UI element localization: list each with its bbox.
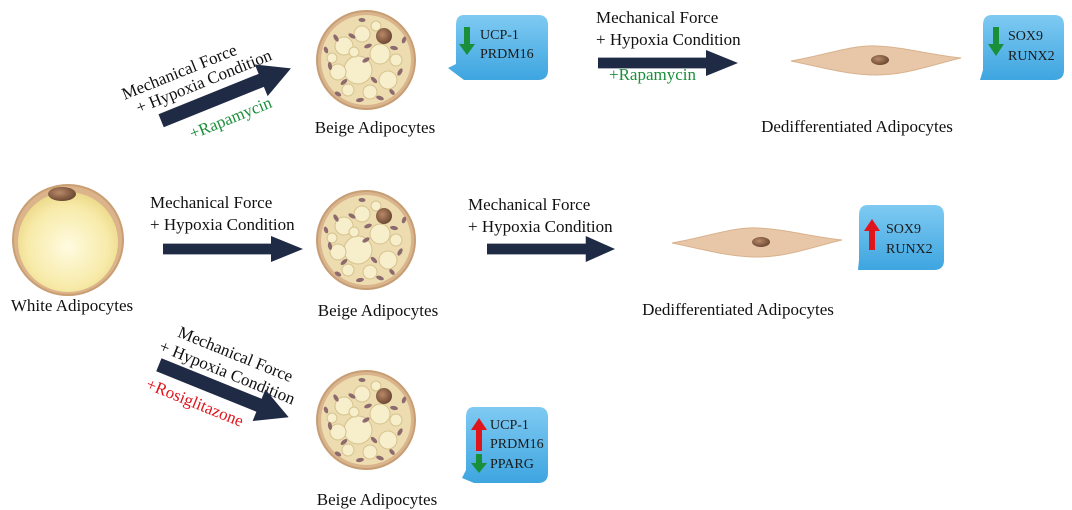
top-dediff-force-line1: Mechanical Force xyxy=(596,8,718,27)
white-adipocyte-caption: White Adipocytes xyxy=(11,296,133,315)
top-dedifferentiated-cell xyxy=(790,45,962,76)
top-beige-marker-1: UCP-1 xyxy=(480,28,519,43)
mid-beige-caption: Beige Adipocytes xyxy=(318,301,438,320)
up-arrow-icon xyxy=(864,219,880,250)
mid-beige-arrow xyxy=(163,236,303,262)
bottom-beige-marker-2: PRDM16 xyxy=(490,437,544,452)
mid-dediff-caption: Dedifferentiated Adipocytes xyxy=(642,300,834,319)
top-beige-adipocyte-cell xyxy=(316,10,416,110)
top-dediff-caption: Dedifferentiated Adipocytes xyxy=(761,117,953,136)
down-arrow-icon xyxy=(459,27,475,55)
bottom-diagonal-arrow xyxy=(156,358,289,422)
mid-dediff-force-line2: + Hypoxia Condition xyxy=(468,217,613,236)
mid-dediff-marker-callout: SOX9 RUNX2 xyxy=(858,205,944,270)
up-arrow-icon xyxy=(471,418,487,451)
nucleus-icon xyxy=(48,187,76,201)
bottom-beige-marker-1: UCP-1 xyxy=(490,418,529,433)
mid-dediff-force-line1: Mechanical Force xyxy=(468,195,590,214)
mid-dediff-marker-1: SOX9 xyxy=(886,222,921,237)
top-dediff-marker-callout: SOX9 RUNX2 xyxy=(980,15,1064,80)
top-dediff-treatment-label: +Rapamycin xyxy=(609,65,697,84)
top-dediff-force-line2: + Hypoxia Condition xyxy=(596,30,741,49)
mid-dedifferentiated-cell xyxy=(671,227,843,258)
white-adipocyte-cell xyxy=(12,184,124,296)
bottom-beige-caption: Beige Adipocytes xyxy=(317,490,437,509)
top-dediff-marker-1: SOX9 xyxy=(1008,29,1043,44)
top-beige-caption: Beige Adipocytes xyxy=(315,118,435,137)
bottom-beige-marker-callout: UCP-1 PRDM16 PPARG xyxy=(462,407,548,483)
top-dediff-marker-2: RUNX2 xyxy=(1008,49,1055,64)
top-diagonal-arrow xyxy=(158,64,291,128)
mid-force-line1: Mechanical Force xyxy=(150,193,272,212)
top-beige-marker-callout: UCP-1 PRDM16 xyxy=(448,15,548,80)
down-arrow-icon xyxy=(988,27,1004,56)
bottom-row-arrow-group: Mechanical Force + Hypoxia Condition +Ro… xyxy=(144,323,299,431)
mid-dediff-marker-2: RUNX2 xyxy=(886,242,933,257)
bottom-beige-adipocyte-cell xyxy=(316,370,416,470)
top-row-arrow-group: Mechanical Force + Hypoxia Condition +Ra… xyxy=(119,40,291,143)
mid-dediff-arrow xyxy=(487,236,615,262)
down-arrow-icon xyxy=(471,454,487,473)
mid-force-line2: + Hypoxia Condition xyxy=(150,215,295,234)
mid-beige-adipocyte-cell xyxy=(316,190,416,290)
top-beige-marker-2: PRDM16 xyxy=(480,47,534,62)
bottom-beige-marker-3: PPARG xyxy=(490,457,534,472)
